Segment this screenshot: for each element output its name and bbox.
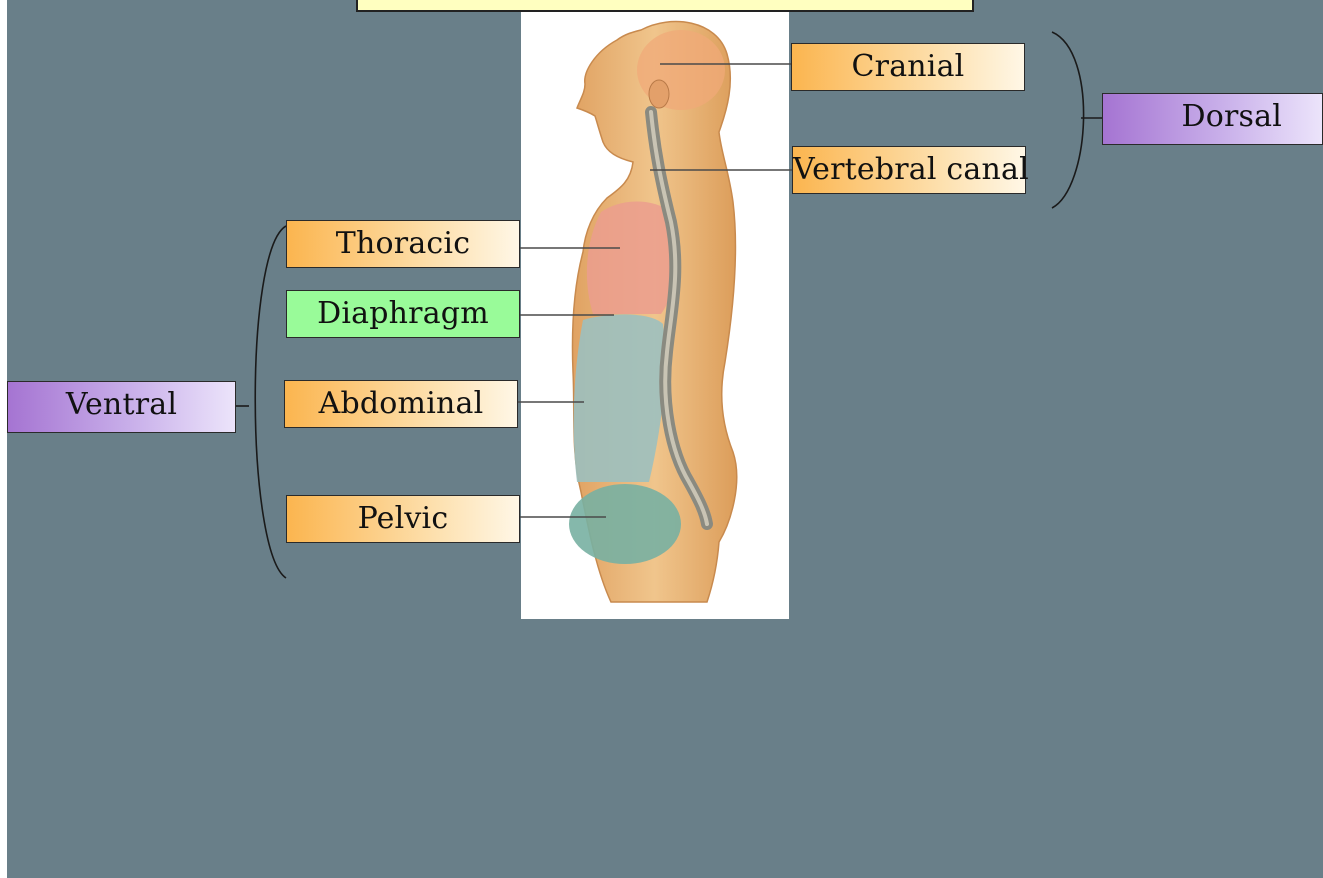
ventral-label: Ventral (7, 381, 236, 433)
ear (649, 80, 669, 108)
vertebral-canal-label: Vertebral canal (792, 146, 1026, 194)
thoracic-cavity (587, 202, 677, 315)
diaphragm-label: Diaphragm (286, 290, 520, 338)
human-body-illustration (521, 12, 789, 619)
body-cavities-figure (521, 12, 789, 619)
pelvic-label: Pelvic (286, 495, 520, 543)
dorsal-label: Dorsal (1102, 93, 1323, 145)
title-box (356, 0, 974, 12)
thoracic-label: Thoracic (286, 220, 520, 268)
cranial-label: Cranial (791, 43, 1025, 91)
abdominal-label: Abdominal (284, 380, 518, 428)
pelvic-cavity (569, 484, 681, 564)
abdominal-cavity (574, 314, 665, 482)
